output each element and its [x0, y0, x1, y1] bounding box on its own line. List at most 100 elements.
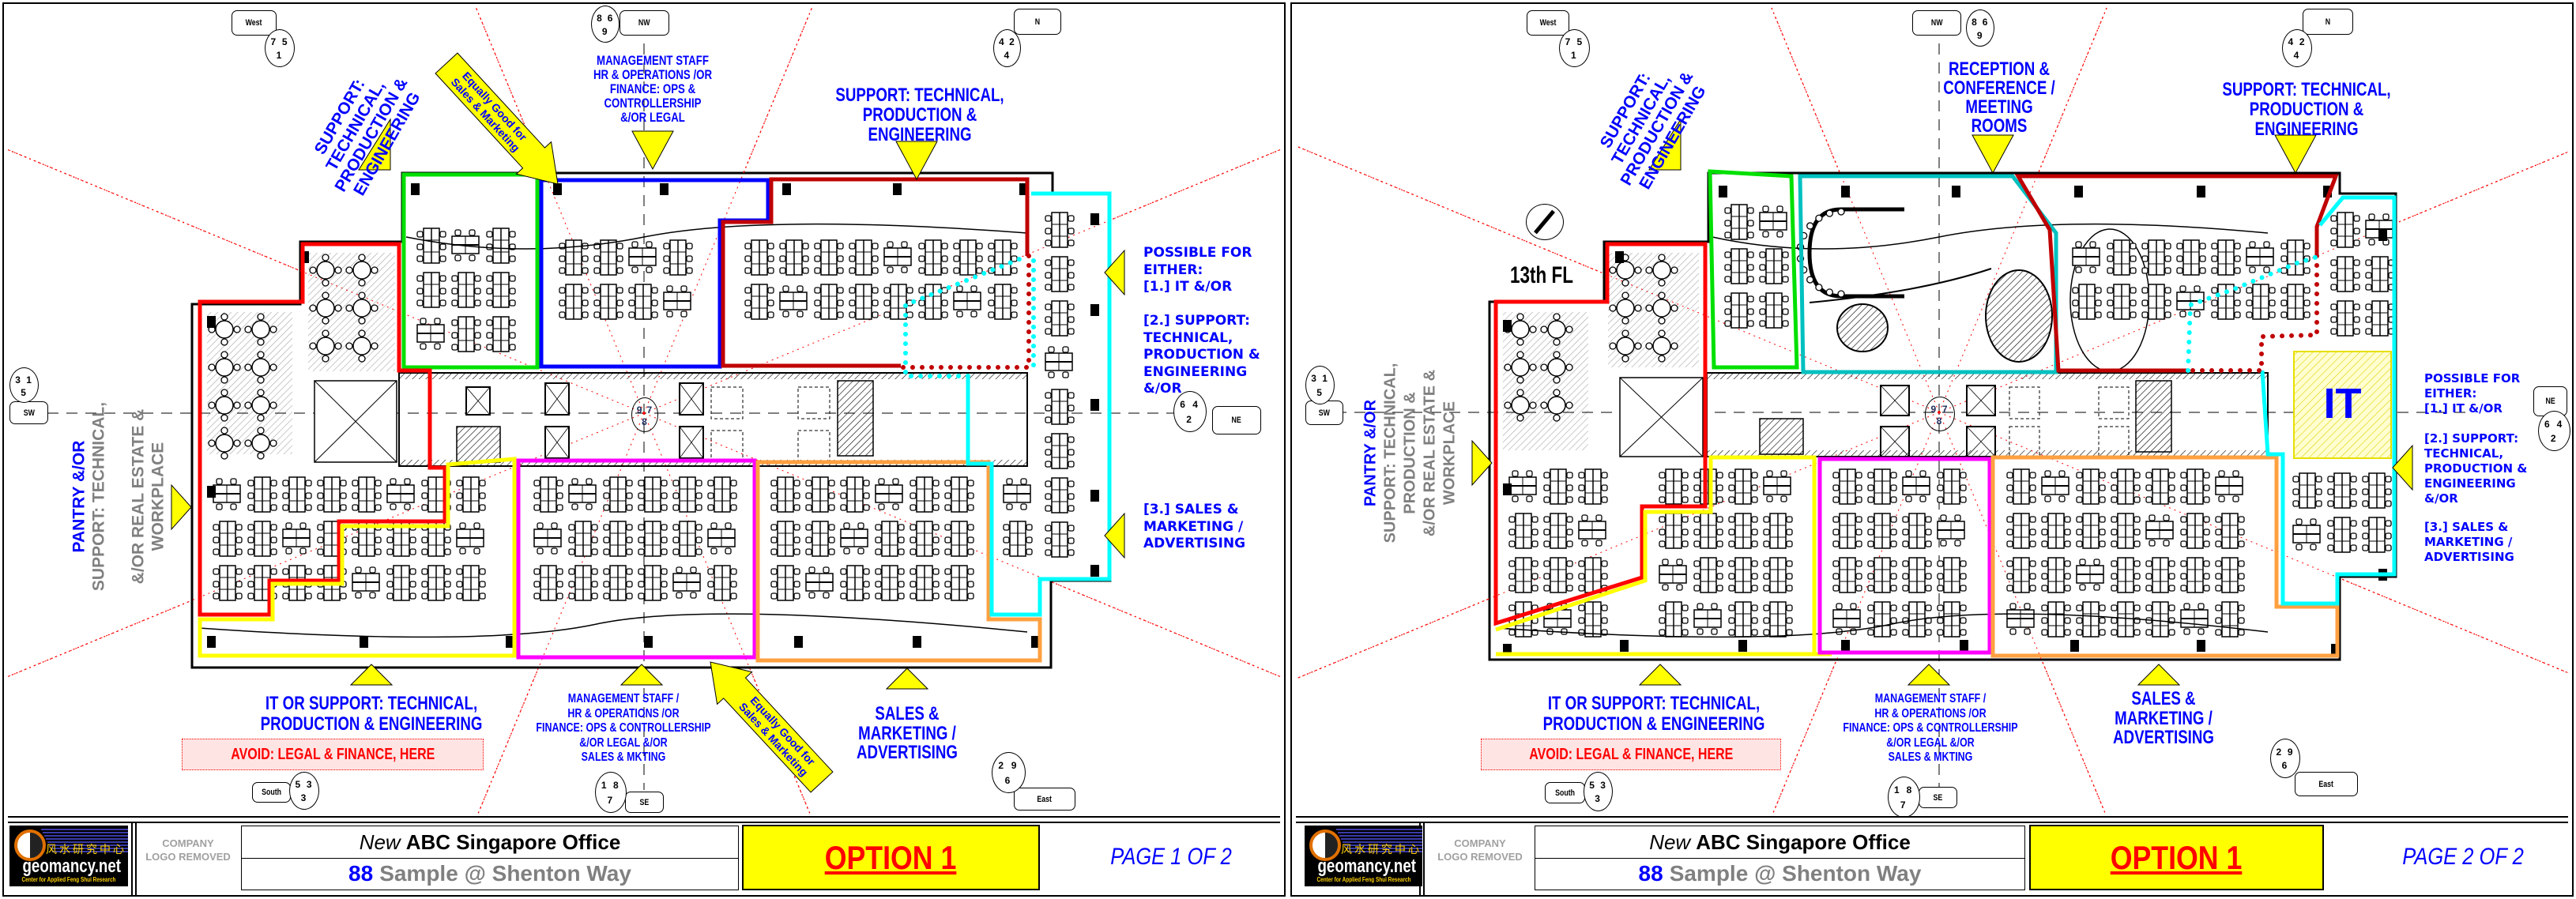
title-block-rule — [1296, 816, 2568, 818]
desk-cluster — [1508, 513, 1538, 549]
label-line: MANAGEMENT STAFF — [597, 53, 709, 68]
compass-direction-ne: NE — [1212, 406, 1261, 434]
star-number: 2 — [1186, 413, 1192, 425]
desk-cluster — [1659, 513, 1689, 549]
structural-column — [1090, 304, 1099, 316]
desk-cluster — [663, 239, 693, 276]
zone-outline-green — [401, 172, 540, 370]
elevator — [679, 426, 704, 459]
desk-cluster — [603, 565, 633, 601]
label-line: IT OR SUPPORT: TECHNICAL, — [265, 693, 478, 714]
curved-wall — [1809, 268, 1992, 303]
star-number: 1 — [1571, 50, 1576, 62]
desk-cluster — [805, 476, 835, 513]
desk-cluster — [988, 239, 1018, 276]
star-number: 5 — [1576, 36, 1583, 48]
elevator — [679, 382, 704, 416]
north-arrow-icon — [1526, 204, 1564, 240]
star-number: 3 — [1595, 793, 1600, 805]
round-table — [1540, 351, 1573, 384]
label-line: &/OR REAL ESTATE & — [1421, 369, 1439, 536]
riser-box — [2009, 426, 2040, 459]
desk-cluster — [2107, 284, 2137, 320]
compass-direction-n: N — [2303, 9, 2353, 35]
desk-cluster — [1693, 557, 1723, 593]
label-line: &/OR REAL ESTATE & — [129, 408, 148, 584]
desk-cluster — [603, 521, 633, 557]
desk-cluster — [1045, 300, 1075, 337]
page-number: PAGE 1 OF 2 — [1110, 844, 1232, 870]
star-number: 6 — [1982, 17, 1988, 28]
zone-dotted-dark-red — [898, 254, 1031, 370]
label-line: MANAGEMENT STAFF / — [567, 692, 680, 705]
desk-cluster — [770, 476, 800, 513]
round-table — [1504, 351, 1537, 384]
label-line: EITHER: — [2424, 386, 2477, 401]
round-table — [208, 351, 241, 384]
label-line: PRODUCTION & ENGINEERING — [260, 713, 483, 735]
desk-cluster — [1578, 468, 1608, 505]
star-number: 7 — [270, 36, 277, 48]
direction-pointer-icon — [1648, 118, 1682, 171]
desk-cluster — [1937, 514, 1965, 547]
round-table — [309, 254, 342, 287]
desk-cluster — [1659, 468, 1689, 505]
riser-box — [2098, 386, 2130, 419]
desk-cluster — [1937, 601, 1967, 638]
desk-cluster — [1045, 256, 1075, 292]
desk-cluster — [2076, 559, 2104, 591]
desk-cluster — [910, 476, 940, 513]
desk-cluster — [875, 565, 905, 601]
label-line: SALES & — [875, 703, 940, 724]
round-table — [244, 313, 277, 346]
desk-cluster — [213, 521, 243, 557]
desk-cluster — [1578, 514, 1606, 547]
direction-pointer-icon — [1972, 134, 2014, 175]
label-line: ENGINEERING — [2424, 476, 2516, 491]
company-logo-text: COMPANY — [162, 837, 214, 849]
structural-column — [1620, 640, 1629, 652]
desk-cluster — [2180, 557, 2210, 593]
structural-column — [2323, 186, 2332, 197]
structural-column — [1738, 640, 1747, 652]
desk-cluster — [1763, 601, 1793, 638]
star-number: 8 — [642, 416, 647, 428]
desk-cluster — [2327, 472, 2357, 509]
desk-cluster — [456, 522, 484, 555]
desk-cluster — [1728, 601, 1758, 638]
desk-cluster — [451, 272, 481, 308]
desk-cluster — [1693, 603, 1722, 635]
desk-cluster — [2362, 517, 2392, 553]
label-line: SUPPORT: TECHNICAL, — [89, 401, 108, 591]
round-table — [1645, 254, 1678, 287]
direction-label: South — [262, 788, 281, 797]
desk-cluster — [456, 565, 486, 601]
desk-cluster — [2180, 468, 2210, 505]
desk-cluster — [770, 521, 800, 557]
compass-direction-east: East — [2295, 772, 2358, 796]
desk-cluster — [1003, 521, 1033, 557]
desk-cluster — [1045, 346, 1073, 378]
star-number: 8 — [597, 13, 602, 24]
label-line: EITHER: — [1143, 261, 1203, 278]
structural-column — [2197, 186, 2205, 197]
desk-cluster — [416, 228, 446, 264]
star-number: 6 — [2281, 760, 2288, 772]
direction-label: NW — [1930, 18, 1943, 28]
direction-label: SE — [1933, 792, 1943, 803]
desk-cluster — [1659, 601, 1689, 638]
logo-chinese: 风水研究中心 — [46, 844, 126, 856]
zone-outline-cyan — [966, 191, 1112, 617]
label-line: MARKETING / — [2115, 707, 2213, 729]
label-line: PRODUCTION & — [1143, 347, 1260, 363]
label-line: ADVERTISING — [1143, 536, 1246, 552]
